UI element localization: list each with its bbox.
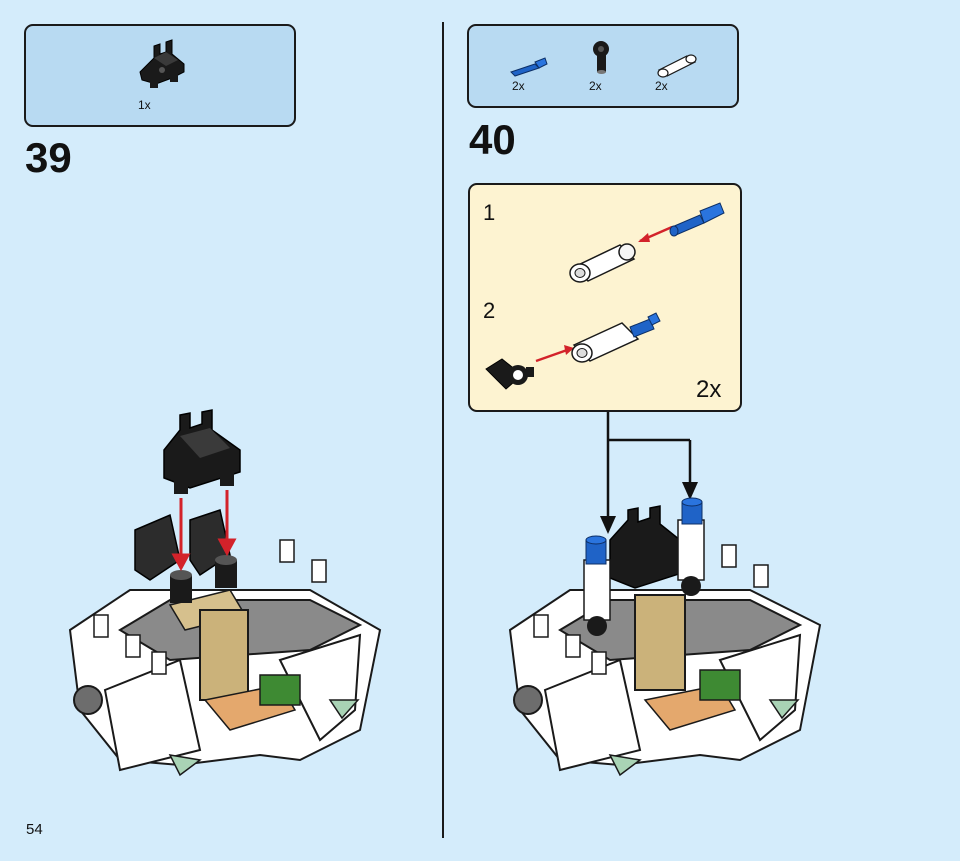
model-assembly-step-40: [508, 497, 822, 777]
step-number: 40: [469, 116, 516, 163]
white-pin-connector-tube-icon: [657, 54, 697, 78]
part-qty: 1x: [138, 98, 151, 112]
parts-callout-step-39: 1x: [24, 24, 296, 127]
step-divider: [442, 22, 444, 838]
part-qty: 2x: [655, 79, 668, 93]
black-bracket-part-icon: [139, 39, 185, 88]
build-multiplier: 2x: [696, 376, 722, 403]
substep-1-illustration: [569, 202, 725, 283]
step-number: 39: [25, 134, 72, 181]
model-assembly-step-39: [68, 409, 382, 777]
callout-connector-arrows: [600, 412, 698, 534]
substep-2-illustration: [485, 312, 661, 390]
part-qty: 2x: [512, 79, 525, 93]
black-pin-connector-icon: [593, 41, 609, 74]
subassembly-callout: 1 2 2x: [468, 183, 742, 412]
part-qty: 2x: [589, 79, 602, 93]
substep-number: 2: [483, 298, 496, 323]
page-number: 54: [26, 821, 43, 838]
parts-callout-step-40: 2x 2x 2x: [467, 24, 739, 108]
substep-number: 1: [483, 200, 496, 225]
blue-axle-pin-icon: [510, 57, 548, 77]
